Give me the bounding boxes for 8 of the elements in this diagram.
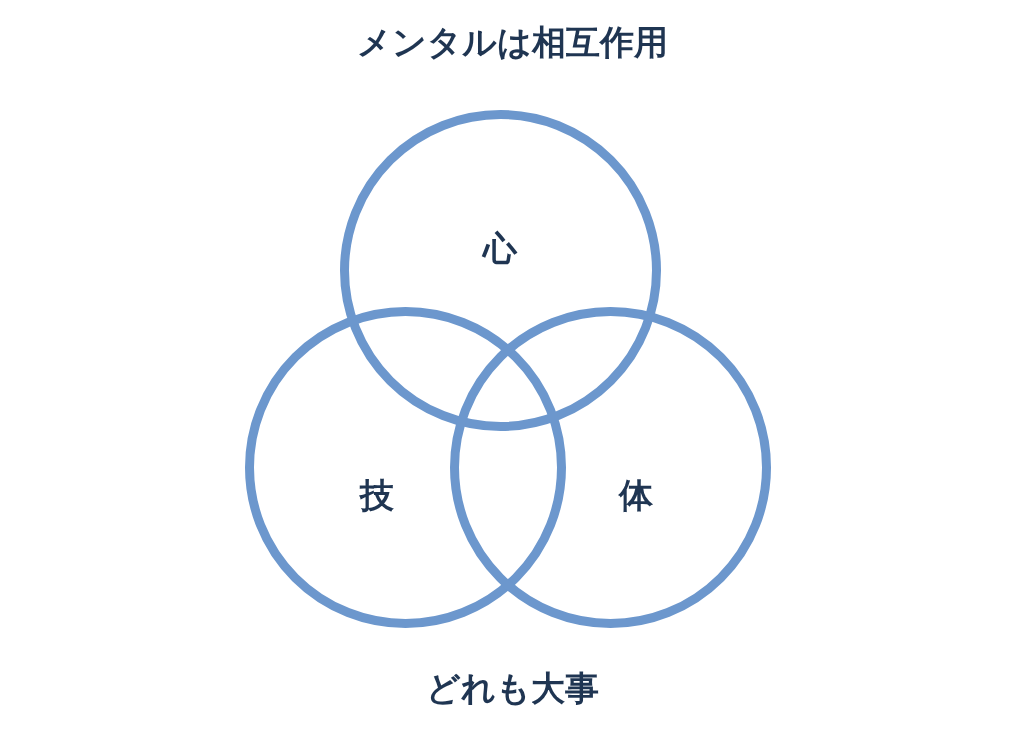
venn-circle [244, 306, 566, 628]
diagram-title: メンタルは相互作用 [356, 22, 668, 62]
circle-label: 体 [619, 475, 653, 515]
venn-circle [339, 109, 661, 431]
venn-circle [449, 306, 771, 628]
diagram-caption: どれも大事 [425, 668, 599, 708]
circle-label: 心 [483, 228, 517, 268]
circle-label: 技 [360, 475, 394, 515]
